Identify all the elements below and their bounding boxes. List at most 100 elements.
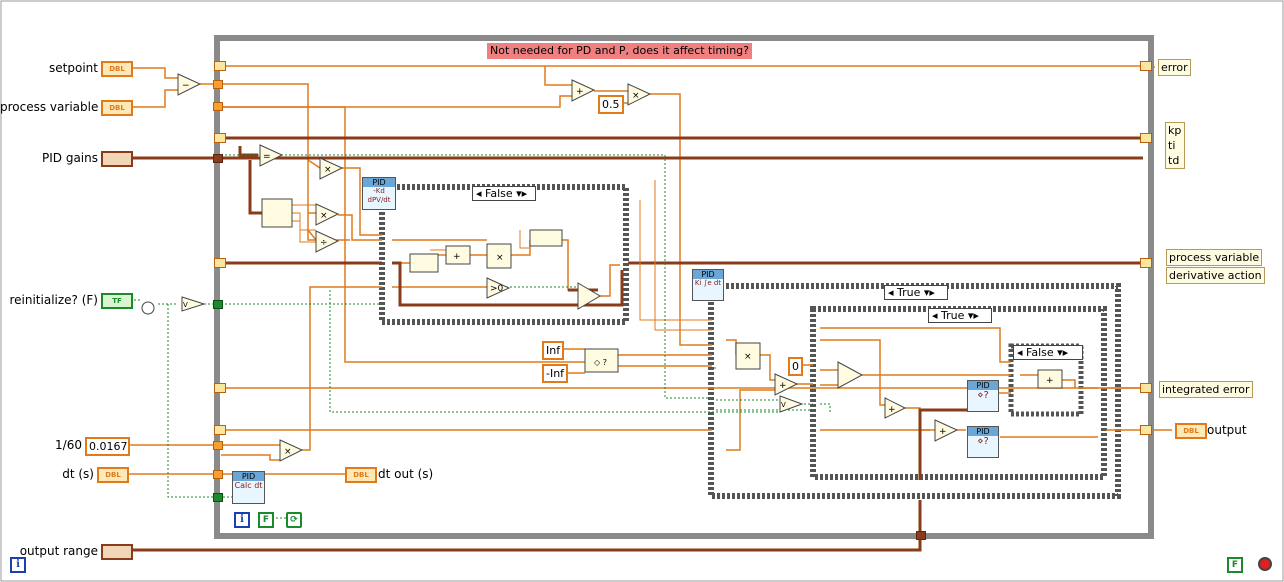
inf-constant[interactable]: Inf xyxy=(542,341,565,360)
derivative-action-indicator: derivative action xyxy=(1166,267,1265,284)
output-terminal: DBL xyxy=(1175,423,1207,439)
coerce-icon: ⋄? xyxy=(977,436,989,447)
loop-condition-icon[interactable]: ⟳ xyxy=(286,512,302,528)
gains-indicator: kp ti td xyxy=(1165,122,1185,169)
svg-text:+: + xyxy=(453,252,461,262)
outer-iteration-icon: i xyxy=(10,557,26,573)
calc-dt-subvi[interactable]: PID Calc dt xyxy=(232,471,265,504)
error-indicator: error xyxy=(1158,59,1191,76)
setpoint-label: setpoint xyxy=(49,61,98,75)
svg-text:+: + xyxy=(939,427,947,437)
reinit-tunnel-2 xyxy=(213,493,223,502)
reinitialize-terminal[interactable]: TF xyxy=(101,293,133,309)
dt-terminal[interactable]: DBL xyxy=(97,467,129,483)
shift-register-gains-left[interactable] xyxy=(214,133,226,143)
interval-tunnel xyxy=(213,441,223,450)
process-variable-indicator: process variable xyxy=(1166,249,1263,266)
output-range-label: output range xyxy=(19,544,98,558)
compare-node xyxy=(486,277,511,299)
setpoint-terminal[interactable]: DBL xyxy=(101,61,133,77)
stop-icon[interactable] xyxy=(1258,557,1272,571)
svg-text:V: V xyxy=(183,301,188,309)
shift-register-out-left[interactable] xyxy=(214,425,226,435)
output-range-terminal[interactable] xyxy=(101,544,133,560)
derivative-subvi[interactable]: PID -Kd dPV/dt xyxy=(362,177,396,210)
select-node-2 xyxy=(577,282,601,310)
multiply-array-node xyxy=(486,243,512,269)
one-sixtieth-label: 1/60 xyxy=(55,438,82,452)
add-array-node-2 xyxy=(1037,369,1063,389)
shift-register-out-right[interactable] xyxy=(1140,425,1152,435)
svg-text:×: × xyxy=(320,211,328,221)
svg-text:V: V xyxy=(781,401,786,409)
stop-false-constant[interactable]: F xyxy=(1227,557,1243,573)
or-node xyxy=(181,296,206,312)
neg-inf-constant[interactable]: -Inf xyxy=(542,364,569,383)
svg-text:+: + xyxy=(1046,376,1054,386)
svg-text:×: × xyxy=(632,91,640,101)
zero-constant[interactable]: 0 xyxy=(788,357,803,376)
case-left-arrow-icon[interactable]: ◂ xyxy=(1017,346,1027,359)
shift-register-pv-left[interactable] xyxy=(214,258,226,268)
output-label: output xyxy=(1207,423,1247,437)
integral-subvi[interactable]: PID Ki ∫e dt xyxy=(692,269,724,301)
case-dropdown-icon[interactable]: ▾▸ xyxy=(512,187,528,200)
unbundle-node-2 xyxy=(409,253,439,273)
case-dropdown-icon[interactable]: ▾▸ xyxy=(964,309,979,322)
reinitialize-label: reinitialize? (F) xyxy=(9,293,98,307)
svg-text:+: + xyxy=(576,87,584,97)
innermost-case-selector[interactable]: ◂ False ▾▸ xyxy=(1013,345,1083,360)
coerce-subvi-b[interactable]: PID ⋄? xyxy=(967,426,999,458)
gains-tunnel xyxy=(213,154,223,163)
svg-text:×: × xyxy=(324,165,332,175)
process-variable-tunnel xyxy=(213,102,223,111)
multiply-node-4 xyxy=(279,439,304,462)
or-node-2 xyxy=(779,395,804,413)
iteration-terminal-icon: i xyxy=(234,512,250,528)
add-node-3 xyxy=(884,397,907,419)
multiply-node-2 xyxy=(319,157,344,180)
add-node xyxy=(571,79,596,102)
add-node-4 xyxy=(934,419,959,442)
shift-register-error-right[interactable] xyxy=(1140,61,1152,71)
multiply-array-node-2 xyxy=(735,342,761,370)
false-constant[interactable]: F xyxy=(258,512,274,528)
pid-gains-label: PID gains xyxy=(42,151,98,165)
outer-case-frame xyxy=(708,283,1121,499)
dt-out-terminal: DBL xyxy=(345,467,377,483)
interval-constant[interactable]: 0.0167 xyxy=(85,437,130,456)
svg-text:◇ ?: ◇ ? xyxy=(594,358,607,367)
setpoint-tunnel xyxy=(213,80,223,89)
integrated-error-indicator: integrated error xyxy=(1159,381,1253,398)
dt-label: dt (s) xyxy=(62,467,94,481)
case-left-arrow-icon[interactable]: ◂ xyxy=(476,187,486,200)
coerce-subvi-a[interactable]: PID ⋄? xyxy=(967,380,999,412)
svg-text:×: × xyxy=(744,352,752,362)
dt-out-label: dt out (s) xyxy=(378,467,434,481)
inner-case-selector[interactable]: ◂ True ▾▸ xyxy=(928,308,992,323)
shift-register-gains-right[interactable] xyxy=(1140,133,1152,143)
half-constant[interactable]: 0.5 xyxy=(598,95,624,114)
dt-tunnel xyxy=(213,470,223,479)
case-left-arrow-icon[interactable]: ◂ xyxy=(888,286,898,299)
shift-register-ie-left[interactable] xyxy=(214,383,226,393)
shift-register-pv-right[interactable] xyxy=(1140,258,1152,268)
shift-register-error-left[interactable] xyxy=(214,61,226,71)
add-array-node xyxy=(445,245,471,265)
svg-text:−: − xyxy=(182,81,190,91)
pid-gains-terminal[interactable] xyxy=(101,151,133,167)
process-variable-terminal[interactable]: DBL xyxy=(101,100,133,116)
svg-text:+: + xyxy=(888,405,896,415)
case-dropdown-icon[interactable]: ▾▸ xyxy=(1053,346,1069,359)
select-node xyxy=(837,361,864,389)
case-dropdown-icon[interactable]: ▾▸ xyxy=(920,286,935,299)
shift-register-ie-right[interactable] xyxy=(1140,383,1152,393)
svg-text:>0: >0 xyxy=(490,284,504,294)
outer-case-selector[interactable]: ◂ True ▾▸ xyxy=(884,285,948,300)
svg-text:+: + xyxy=(779,381,787,391)
while-loop-frame xyxy=(214,35,1154,539)
derivative-case-selector[interactable]: ◂ False ▾▸ xyxy=(472,186,536,201)
case-left-arrow-icon[interactable]: ◂ xyxy=(932,309,942,322)
